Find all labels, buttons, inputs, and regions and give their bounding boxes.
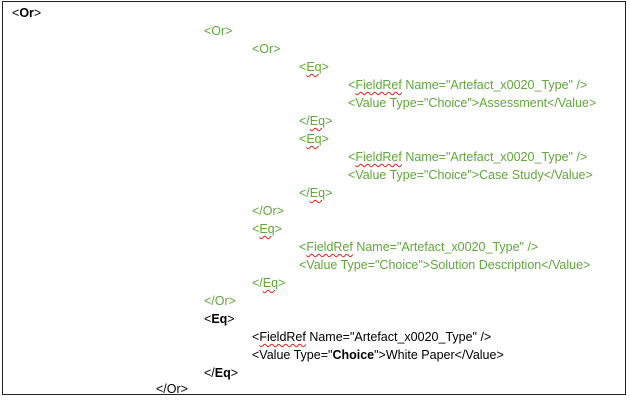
code-line: </Eq> bbox=[204, 366, 238, 381]
code-token: <Or> bbox=[252, 42, 281, 56]
code-line: </Or> bbox=[252, 204, 284, 219]
spellcheck-token: FieldRef bbox=[306, 240, 353, 254]
code-token: </Or> bbox=[156, 382, 188, 396]
code-line: <FieldRef Name="Artefact_x0020_Type" /> bbox=[348, 150, 587, 165]
code-line: </Eq> bbox=[252, 276, 285, 291]
code-token: <Value Type=" bbox=[252, 348, 333, 362]
spellcheck-token: FieldRef bbox=[355, 150, 402, 164]
code-token: < bbox=[204, 312, 212, 326]
code-token: < bbox=[299, 240, 307, 254]
spellcheck-token: Eq bbox=[306, 132, 322, 146]
spellcheck-token: Eq bbox=[259, 222, 275, 236]
code-line: <FieldRef Name="Artefact_x0020_Type" /> bbox=[252, 330, 491, 345]
code-token: ">White Paper</Value> bbox=[374, 348, 504, 362]
code-line: <Value Type="Choice">Solution Descriptio… bbox=[299, 258, 590, 273]
code-line: <Or> bbox=[252, 42, 281, 57]
code-token: <Value Type="Choice">Solution Descriptio… bbox=[299, 258, 591, 272]
code-token: Name="Artefact_x0020_Type" /> bbox=[305, 330, 492, 344]
code-token: < bbox=[12, 6, 20, 20]
code-token: <Value Type="Choice">Case Study</Value> bbox=[348, 168, 593, 182]
code-token: </ bbox=[299, 186, 310, 200]
code-token: < bbox=[348, 150, 356, 164]
code-token: Name="Artefact_x0020_Type" /> bbox=[401, 78, 588, 92]
code-line: <Eq> bbox=[252, 222, 282, 237]
code-line: <FieldRef Name="Artefact_x0020_Type" /> bbox=[299, 240, 538, 255]
code-token: > bbox=[227, 312, 235, 326]
spellcheck-token: FieldRef bbox=[259, 330, 306, 344]
code-line: </Eq> bbox=[299, 186, 332, 201]
code-token: < bbox=[252, 222, 260, 236]
code-token-keyword: Or bbox=[19, 6, 34, 20]
code-line: <Value Type="Choice">Assessment</Value> bbox=[348, 96, 596, 111]
code-token-keyword: Eq bbox=[214, 366, 231, 380]
code-token: Name="Artefact_x0020_Type" /> bbox=[352, 240, 539, 254]
code-line: <Value Type="Choice">White Paper</Value> bbox=[252, 348, 504, 363]
code-token: <Value Type="Choice">Assessment</Value> bbox=[348, 96, 597, 110]
code-line: </Or> bbox=[204, 294, 236, 309]
code-token: < bbox=[299, 60, 307, 74]
code-line: </Eq> bbox=[299, 114, 332, 129]
code-token: > bbox=[325, 114, 333, 128]
code-line: <Eq> bbox=[299, 132, 329, 147]
code-token: </ bbox=[252, 276, 263, 290]
code-token: > bbox=[230, 366, 239, 380]
code-token: </ bbox=[299, 114, 310, 128]
code-token: > bbox=[274, 222, 282, 236]
code-token: > bbox=[321, 132, 329, 146]
code-token: < bbox=[252, 330, 260, 344]
code-token: </ bbox=[204, 366, 215, 380]
spellcheck-token: Eq bbox=[262, 276, 279, 290]
code-token-keyword: Choice bbox=[332, 348, 375, 362]
code-token: < bbox=[348, 78, 356, 92]
code-token: <Or> bbox=[204, 24, 233, 38]
spellcheck-token: FieldRef bbox=[355, 78, 402, 92]
spellcheck-token: Eq bbox=[306, 60, 322, 74]
code-token-keyword: Eq bbox=[211, 312, 228, 326]
spellcheck-token: Eq bbox=[309, 114, 326, 128]
code-token: > bbox=[278, 276, 286, 290]
code-line: <Or> bbox=[12, 6, 41, 21]
code-line: <Value Type="Choice">Case Study</Value> bbox=[348, 168, 593, 183]
code-token: </Or> bbox=[204, 294, 236, 308]
code-token: Name="Artefact_x0020_Type" /> bbox=[401, 150, 588, 164]
code-line: <FieldRef Name="Artefact_x0020_Type" /> bbox=[348, 78, 587, 93]
code-line: </Or> bbox=[156, 382, 188, 397]
code-line: <Eq> bbox=[299, 60, 329, 75]
code-token: > bbox=[321, 60, 329, 74]
code-line: <Eq> bbox=[204, 312, 235, 327]
code-line: <Or> bbox=[204, 24, 233, 39]
code-token: </Or> bbox=[252, 204, 284, 218]
code-token: < bbox=[299, 132, 307, 146]
code-token: > bbox=[33, 6, 42, 20]
code-token: > bbox=[325, 186, 333, 200]
spellcheck-token: Eq bbox=[309, 186, 326, 200]
